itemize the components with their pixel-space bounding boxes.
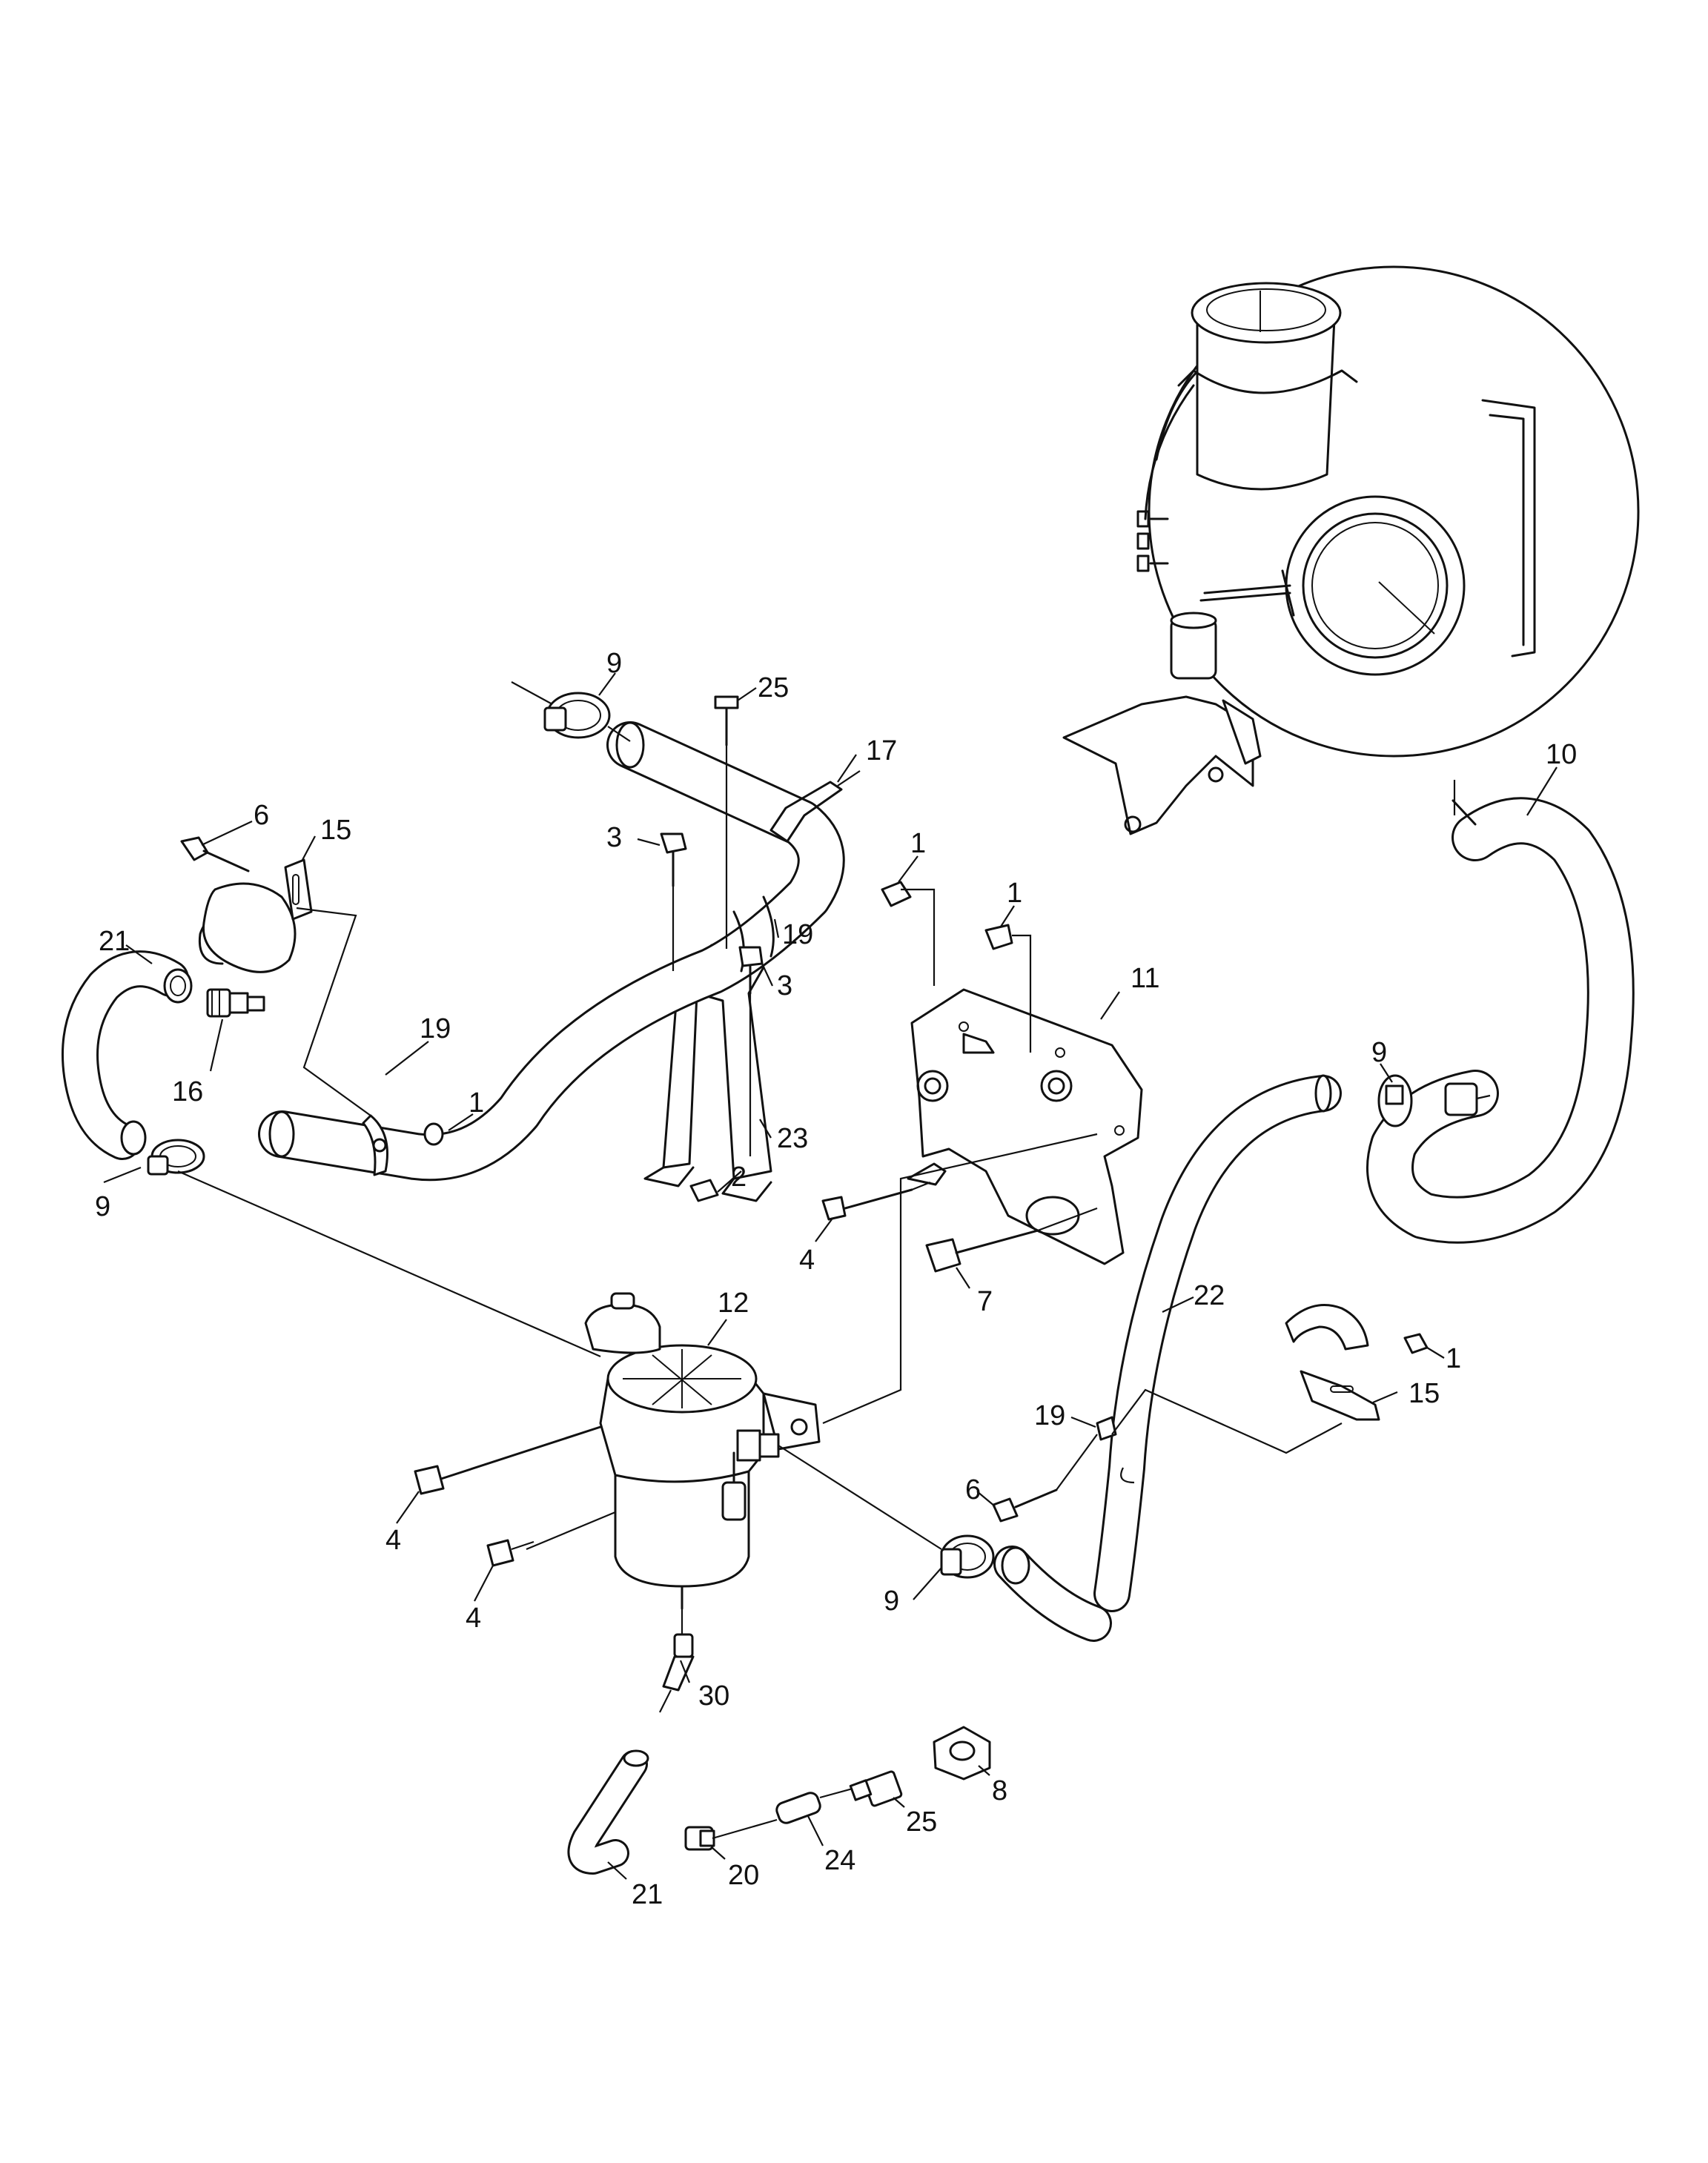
fittings-20-24-25-8	[684, 1726, 991, 1851]
callout-1-left: 1	[469, 1087, 484, 1119]
callout-16: 16	[172, 1076, 203, 1107]
callout-15-left: 15	[320, 815, 351, 846]
clamp-15-right	[1285, 1304, 1380, 1421]
callout-3-a: 3	[606, 822, 622, 853]
bolt-4-c	[486, 1539, 534, 1567]
callout-11: 11	[1131, 963, 1159, 994]
callout-20: 20	[728, 1860, 759, 1891]
air-cleaner-assembly	[1062, 265, 1640, 835]
clamp-17	[769, 770, 861, 843]
callout-9-right: 9	[1371, 1037, 1387, 1068]
callout-24: 24	[824, 1845, 855, 1876]
bolt-3-a	[660, 832, 687, 887]
callout-labels: 9 25 17 6 15 3 19 3 21 19 1 16 23 2 9 1 …	[95, 648, 1577, 1910]
callout-4-a: 4	[799, 1245, 815, 1276]
callout-19-b: 19	[420, 1013, 451, 1044]
hose-clamp-9-left	[147, 1139, 205, 1176]
bolt-6-right	[992, 1488, 1058, 1523]
callout-1-bracket-a: 1	[910, 828, 926, 859]
hose-22	[993, 1074, 1342, 1642]
hose-10	[1366, 780, 1635, 1244]
callout-6-left: 6	[254, 800, 269, 831]
callout-21-bottom: 21	[632, 1879, 663, 1910]
callout-12: 12	[718, 1288, 749, 1319]
callout-7: 7	[977, 1286, 993, 1317]
callout-2: 2	[731, 1162, 747, 1193]
callout-9-bottom: 9	[884, 1586, 899, 1617]
callout-15-right: 15	[1409, 1378, 1440, 1409]
bolt-7	[925, 1229, 1039, 1273]
callout-25-bottom: 25	[906, 1806, 937, 1838]
callout-9-left: 9	[95, 1191, 110, 1222]
fasteners	[180, 695, 1429, 1579]
fitting-16	[206, 988, 265, 1018]
fitting-30-and-hose-21	[567, 1633, 695, 1875]
callout-8: 8	[992, 1775, 1007, 1806]
callout-25-top: 25	[758, 672, 789, 703]
hose-clamp-9-right	[1377, 1074, 1491, 1127]
callout-3-b: 3	[777, 970, 792, 1001]
leader-lines	[177, 681, 1343, 1634]
hose-19-upper	[258, 721, 845, 1182]
hose-clamp-9-top	[543, 692, 611, 739]
callout-1-right: 1	[1446, 1343, 1461, 1374]
callout-30: 30	[698, 1680, 729, 1712]
callout-19-c: 19	[1034, 1400, 1065, 1431]
callout-6-right: 6	[965, 1474, 981, 1506]
callout-4-c: 4	[466, 1603, 481, 1634]
callout-9-top: 9	[606, 648, 622, 679]
bolt-6-left	[180, 836, 250, 872]
callout-10: 10	[1546, 739, 1577, 770]
hose-21-left	[62, 950, 193, 1160]
bolt-4-b	[414, 1425, 602, 1495]
callout-23: 23	[777, 1123, 808, 1154]
fuel-filter-12	[584, 1292, 821, 1610]
mounting-bracket-11	[907, 988, 1143, 1265]
bolt-25-top	[714, 695, 739, 746]
callout-19-a: 19	[782, 919, 813, 950]
bolt-4-a	[821, 1188, 913, 1221]
callout-4-b: 4	[385, 1525, 401, 1556]
clamp-15-left	[198, 858, 313, 973]
callout-22: 22	[1194, 1280, 1225, 1311]
callout-1-bracket-b: 1	[1007, 878, 1022, 909]
callout-17: 17	[866, 735, 897, 766]
callout-21-left: 21	[99, 926, 130, 957]
